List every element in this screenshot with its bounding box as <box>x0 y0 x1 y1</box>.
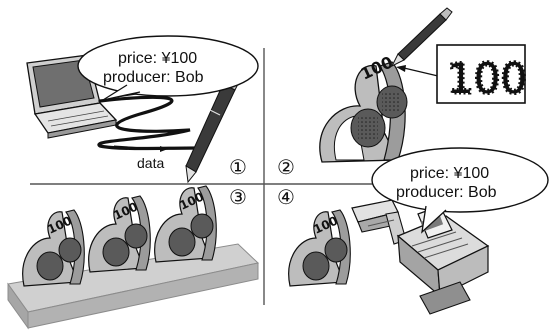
step-3-marker: ③ <box>229 185 247 209</box>
step-1-marker: ① <box>229 155 247 179</box>
strawberry-pack-checkout: 100 <box>289 210 351 286</box>
strawberry-pack-3: 100 <box>155 186 217 262</box>
step-2-marker: ② <box>277 155 295 179</box>
bubble-bottom-producer: producer: Bob <box>396 184 497 201</box>
step-4-marker: ④ <box>277 185 295 209</box>
stamp-number: 100 <box>447 54 527 103</box>
strawberry-pack-2: 100 <box>89 196 151 272</box>
strawberry-pack-stamped: 100 <box>320 52 407 162</box>
data-label: data <box>137 155 164 171</box>
stamp-preview-box: 100 <box>437 45 527 103</box>
strawberry-pack-1: 100 <box>23 210 85 286</box>
bubble-top-producer: producer: Bob <box>103 69 204 86</box>
stamp-arrow <box>396 65 438 76</box>
bubble-top-price: price: ¥100 <box>118 50 197 67</box>
bubble-bottom-price: price: ¥100 <box>410 165 489 182</box>
cash-register-icon <box>398 206 488 314</box>
